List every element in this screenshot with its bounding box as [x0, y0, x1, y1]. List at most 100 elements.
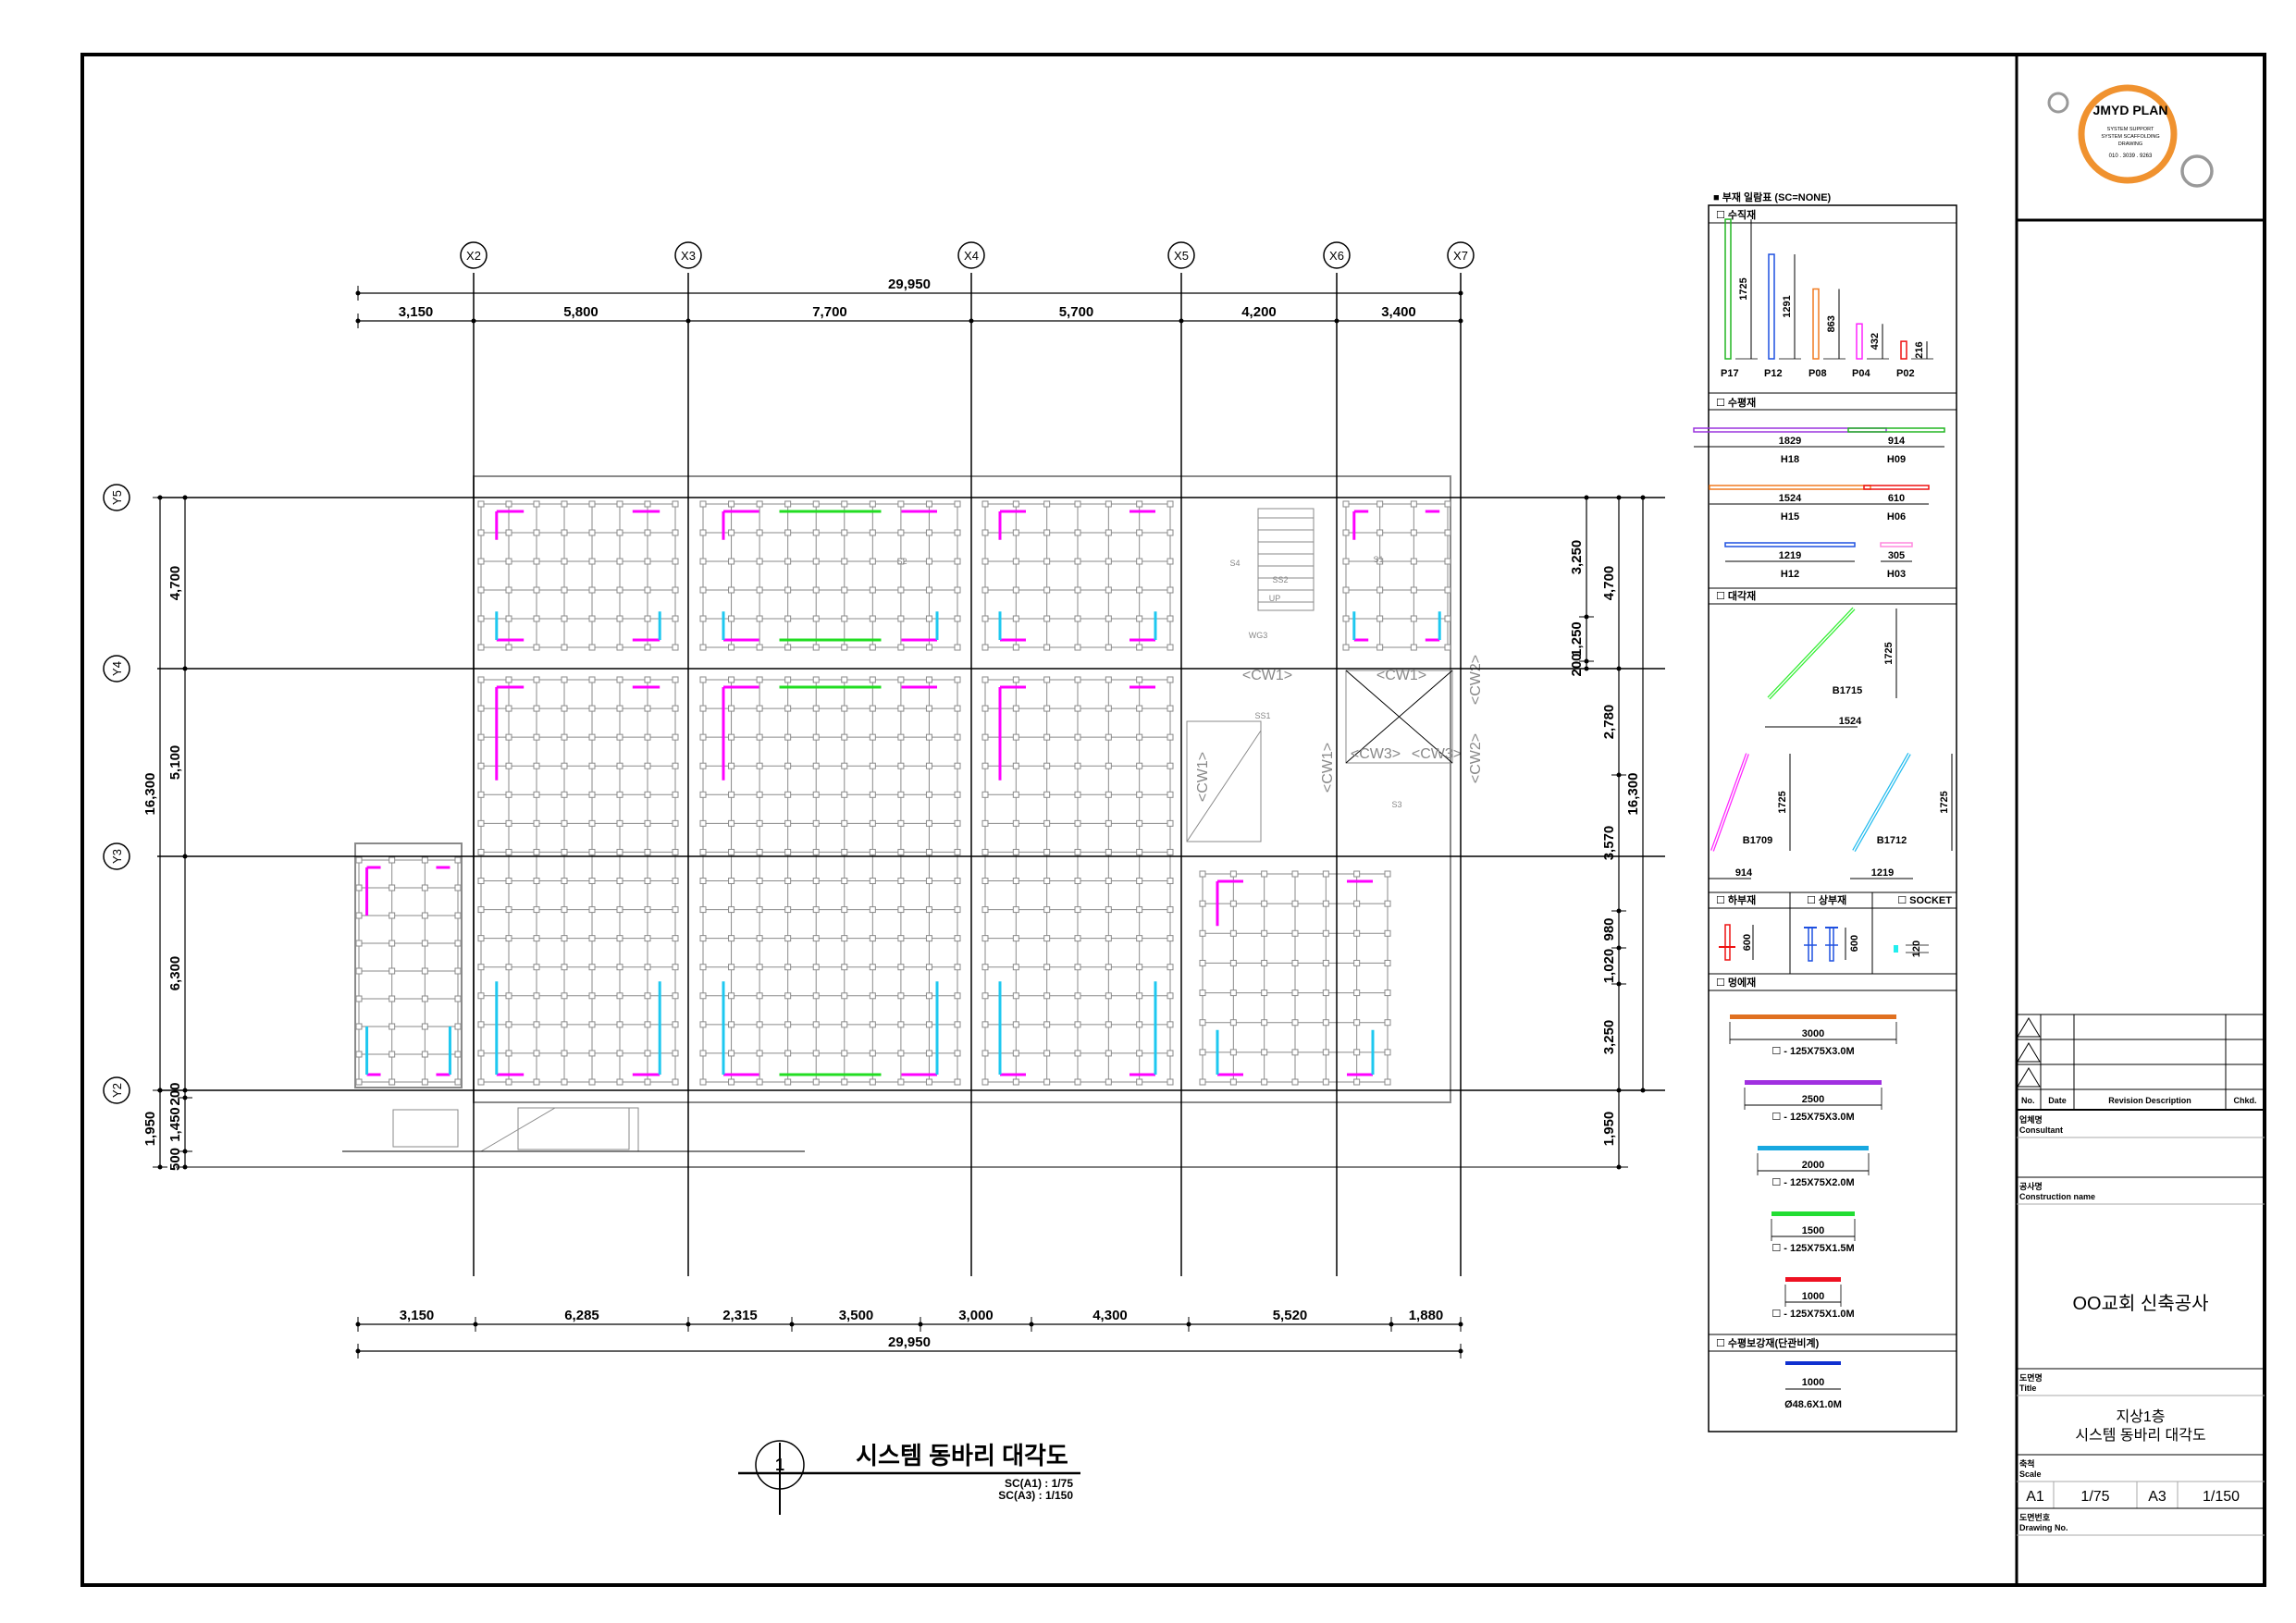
post-node [454, 884, 462, 891]
post-node [897, 558, 905, 565]
post-node [1167, 964, 1174, 971]
post-node [561, 1021, 568, 1028]
beam-spec: ☐ - 125X75X1.0M [1771, 1309, 1854, 1320]
post-node [505, 676, 512, 683]
beam-1000: 1000☐ - 125X75X1.0M [1771, 1277, 1855, 1320]
dimension-label: 5,700 [1059, 304, 1094, 320]
dimension-tick [1616, 772, 1622, 778]
post-node [699, 848, 707, 855]
dimension-label: 200 [167, 1082, 183, 1105]
post-node [616, 586, 623, 594]
post-node [533, 586, 540, 594]
post-node [355, 912, 363, 919]
post-node [389, 967, 396, 975]
post-node [1410, 500, 1417, 508]
post-node [897, 992, 905, 1000]
dimension-label: 1,450 [167, 1107, 183, 1142]
post-node [355, 995, 363, 1002]
post-node [588, 819, 596, 827]
dimension-tick [1616, 1088, 1622, 1093]
post-node [728, 848, 735, 855]
post-node [699, 964, 707, 971]
post-node [1105, 1078, 1112, 1086]
post-node [616, 878, 623, 884]
post-node [1136, 848, 1143, 855]
post-node [784, 1078, 792, 1086]
member-schedule-legend: ■ 부재 일람표 (SC=NONE) ☐ 수직재 ☐ 수평재 ☐ 대각재 ☐ 하… [1693, 191, 1957, 1432]
post-node [1167, 615, 1174, 622]
post-node [812, 733, 820, 741]
post-node [1074, 848, 1081, 855]
post-node [925, 615, 932, 622]
post-node [1105, 1021, 1112, 1028]
post-node [454, 1023, 462, 1030]
post-node [1261, 990, 1268, 997]
post-node [588, 644, 596, 651]
post-node [1167, 586, 1174, 594]
post-node [454, 1051, 462, 1058]
post-node [981, 500, 989, 508]
post-node [981, 558, 989, 565]
post-node [1074, 529, 1081, 536]
beam-bar-icon [1758, 1146, 1869, 1150]
post-node [1384, 1078, 1391, 1086]
plan-label: UP [1269, 594, 1281, 603]
post-node [897, 586, 905, 594]
post-node [588, 558, 596, 565]
post-node [954, 644, 961, 651]
plan-label: SS2 [1272, 575, 1288, 584]
post-node [533, 1050, 540, 1057]
revision-triangle-icon [2017, 1017, 2041, 1088]
post-node [421, 856, 428, 864]
post-node [1136, 992, 1143, 1000]
post-node [561, 992, 568, 1000]
dimension-tick [182, 495, 188, 500]
post-node [954, 964, 961, 971]
post-node [1444, 644, 1451, 651]
post-node [1136, 878, 1143, 884]
post-node [505, 733, 512, 741]
post-node [1199, 1078, 1206, 1086]
post-node [1043, 615, 1051, 622]
post-node [784, 762, 792, 769]
plan-label: <CW1> [1195, 752, 1211, 802]
post-node [389, 940, 396, 947]
vertical-heading: ☐ 수직재 [1716, 208, 1756, 221]
consultant-label-ko: 업체명 [2019, 1114, 2043, 1125]
grid-bubble-x7: X7 [1447, 241, 1475, 269]
post-node [925, 733, 932, 741]
post-node [841, 676, 848, 683]
post-node [1444, 615, 1451, 622]
post-node [1342, 615, 1350, 622]
post-node [644, 848, 651, 855]
post-node [1322, 900, 1329, 907]
grid-bubble-label: Y4 [110, 661, 124, 676]
post-node [505, 558, 512, 565]
post-node [728, 500, 735, 508]
post-node [784, 935, 792, 942]
post-node [841, 586, 848, 594]
horizontal-code: H12 [1781, 569, 1799, 580]
plan-label: <CW2> [1468, 733, 1484, 783]
post-node [784, 819, 792, 827]
post-node [784, 705, 792, 712]
post-node [699, 558, 707, 565]
company-logo: JMYD PLAN SYSTEM SUPPORT SYSTEM SCAFFOLD… [2047, 84, 2214, 188]
logo-ring [2180, 154, 2214, 188]
post-node [1105, 791, 1112, 798]
post-node [1136, 644, 1143, 651]
post-node [1376, 644, 1384, 651]
post-node [1167, 558, 1174, 565]
logo-small-ring [2047, 92, 2069, 114]
dimension-tick [1616, 495, 1622, 500]
vertical-code: P02 [1896, 368, 1915, 379]
post-node [1105, 705, 1112, 712]
post-node [644, 906, 651, 914]
post-node [869, 644, 876, 651]
post-node [355, 940, 363, 947]
grid-bubble-x5: X5 [1167, 241, 1195, 269]
post-node [981, 848, 989, 855]
post-node [672, 935, 679, 942]
dimension-tick [1640, 1088, 1646, 1093]
